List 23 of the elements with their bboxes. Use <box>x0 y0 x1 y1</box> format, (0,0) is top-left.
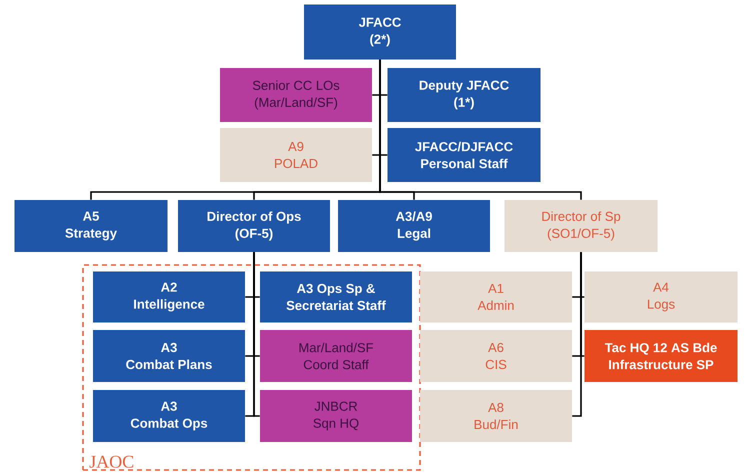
org-box: A3/A9 Legal <box>338 200 490 252</box>
org-box: JFACC (2*) <box>304 4 456 60</box>
liaison-box: JNBCR Sqn HQ <box>260 390 412 442</box>
org-box: A3 Combat Plans <box>93 330 245 382</box>
staff-box: A6 CIS <box>420 330 572 382</box>
staff-box: A1 Admin <box>420 272 572 322</box>
connector-line <box>379 60 582 200</box>
org-box: A3 Combat Ops <box>93 390 245 442</box>
connector-line <box>253 252 260 417</box>
org-box: Director of Ops (OF-5) <box>178 200 330 252</box>
staff-box: A8 Bud/Fin <box>420 390 572 442</box>
liaison-box: Mar/Land/SF Coord Staff <box>260 330 412 382</box>
org-box: A3 Ops Sp & Secretariat Staff <box>260 272 412 322</box>
liaison-box: Senior CC LOs (Mar/Land/SF) <box>220 68 372 122</box>
org-box: A5 Strategy <box>14 200 168 252</box>
staff-box: Director of Sp (SO1/OF-5) <box>504 200 658 252</box>
connector-line <box>572 252 582 417</box>
staff-box: A4 Logs <box>584 272 738 322</box>
staff-box: A9 POLAD <box>220 128 372 182</box>
org-box: Deputy JFACC (1*) <box>388 68 540 122</box>
org-box: JFACC/DJFACC Personal Staff <box>388 128 540 182</box>
org-box: A2 Intelligence <box>93 272 245 322</box>
org-box: Tac HQ 12 AS Bde Infrastructure SP <box>584 330 738 382</box>
